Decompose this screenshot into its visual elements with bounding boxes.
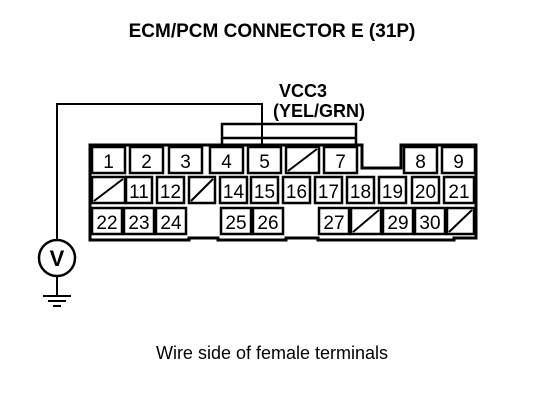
terminal-cell — [381, 206, 415, 236]
wire-color-label: (YEL/GRN) — [273, 101, 365, 121]
terminal-cell — [90, 206, 124, 236]
terminal-cell — [246, 145, 283, 175]
terminal-cell — [90, 145, 127, 175]
terminal-cell — [122, 206, 156, 236]
connector-latch — [220, 122, 358, 145]
terminal-number: 3 — [180, 152, 191, 173]
terminal-number: 12 — [160, 182, 181, 203]
terminal-number: 27 — [323, 213, 344, 234]
terminal-number: 29 — [387, 213, 408, 234]
terminal-number: 18 — [350, 182, 371, 203]
terminal-number: 11 — [129, 182, 149, 203]
terminal-cell — [442, 175, 476, 205]
terminal-number: 17 — [318, 182, 339, 203]
unused-terminal-slash — [448, 209, 473, 233]
unused-terminal-slash — [287, 148, 318, 172]
terminal-cell — [410, 175, 441, 205]
terminal-number: 30 — [419, 213, 440, 234]
terminal-cell — [402, 145, 439, 175]
terminal-cell — [313, 175, 344, 205]
terminal-number: 9 — [453, 152, 464, 173]
terminal-number: 5 — [259, 152, 270, 173]
unused-terminal-slash — [352, 209, 380, 233]
terminal-number: 7 — [335, 152, 346, 173]
terminal-number: 15 — [254, 182, 275, 203]
terminal-cell — [345, 175, 376, 205]
ground-icon — [43, 276, 71, 307]
unused-terminal-slash — [93, 178, 124, 202]
terminal-cell — [440, 145, 477, 175]
terminal-number: 23 — [128, 213, 149, 234]
terminal-cell — [322, 145, 359, 175]
terminal-cell — [154, 206, 188, 236]
terminal-cell — [208, 145, 245, 175]
terminal-number: 19 — [382, 182, 403, 203]
terminal-number: 25 — [225, 213, 246, 234]
terminal-number: 8 — [415, 152, 426, 173]
unused-terminal-slash — [190, 178, 214, 202]
signal-name-label: VCC3 — [279, 81, 327, 101]
terminal-number: 20 — [415, 182, 436, 203]
terminal-number: 2 — [141, 152, 152, 173]
terminal-number: 21 — [448, 182, 469, 203]
terminal-cell — [219, 206, 253, 236]
terminal-number: 16 — [286, 182, 307, 203]
terminal-cell — [218, 175, 249, 205]
terminal-cell — [317, 206, 351, 236]
terminal-cell — [167, 145, 204, 175]
page-title: ECM/PCM CONNECTOR E (31P) — [128, 21, 416, 42]
terminal-number: 1 — [103, 152, 114, 173]
terminal-number: 4 — [221, 152, 232, 173]
terminal-number: 24 — [160, 213, 182, 234]
terminal-cell — [377, 175, 408, 205]
voltmeter-symbol: V — [50, 246, 65, 271]
terminal-cell — [413, 206, 447, 236]
connector-outline — [88, 143, 478, 242]
test-lead-wire — [56, 103, 263, 239]
terminal-cell — [281, 175, 312, 205]
terminal-cell — [128, 145, 165, 175]
diagram-caption: Wire side of female terminals — [155, 343, 389, 363]
terminal-number: 22 — [96, 213, 117, 234]
terminal-cell — [155, 175, 186, 205]
terminal-cell — [249, 175, 280, 205]
terminal-cell — [251, 206, 285, 236]
terminal-number: 14 — [223, 182, 245, 203]
terminal-cell — [124, 175, 154, 205]
terminal-number: 26 — [257, 213, 278, 234]
